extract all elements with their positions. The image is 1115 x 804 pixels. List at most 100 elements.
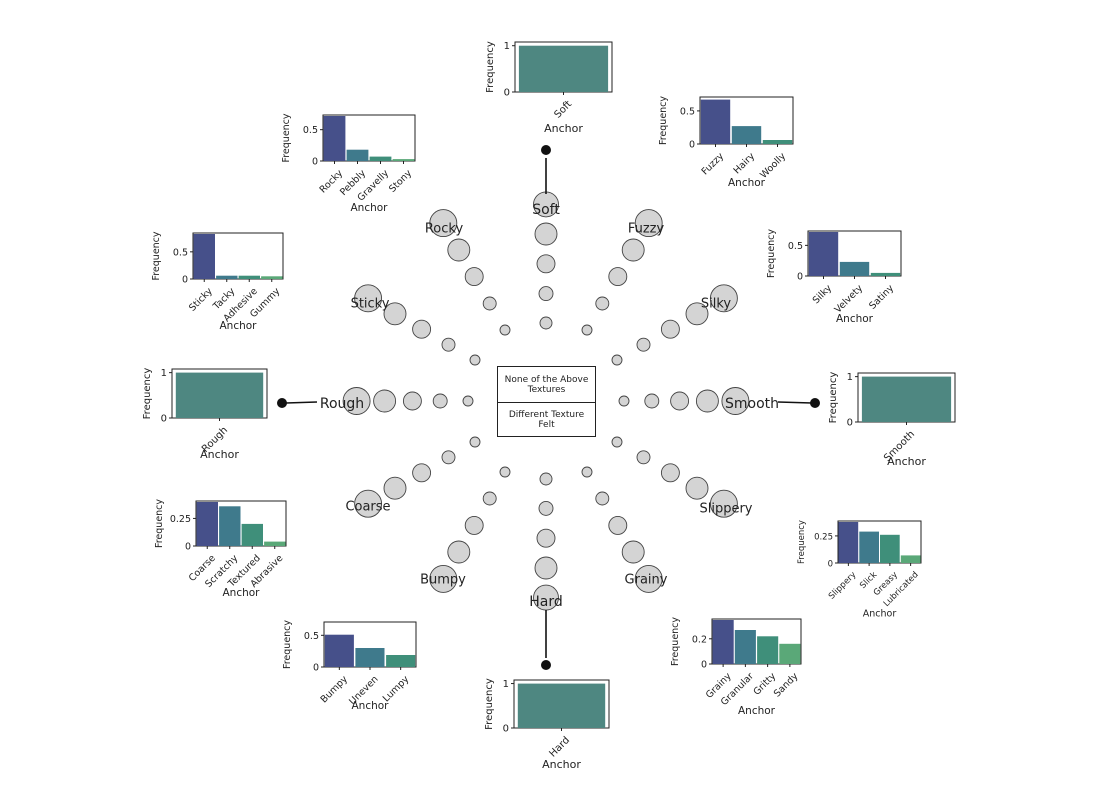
- bubble-grainy-4: [621, 540, 645, 564]
- bubble-grainy-2: [595, 491, 610, 506]
- ytick-label-hard: 1: [503, 679, 509, 690]
- bubble-soft-1: [539, 316, 553, 330]
- bubble-fuzzy-5: [634, 209, 663, 238]
- bubble-soft-4: [534, 222, 558, 246]
- xlabel-rough: Anchor: [200, 448, 239, 461]
- bubble-hard-1: [539, 472, 553, 486]
- bar-sticky-gummy: [261, 276, 283, 279]
- spoke-label-soft: Soft: [532, 202, 560, 218]
- ytick-label-silky: 0: [797, 272, 803, 283]
- bar-coarse-scratchy: [219, 506, 241, 546]
- bubble-rough-1: [462, 395, 474, 407]
- xtick-label-rocky-stony: Stony: [387, 168, 414, 195]
- bubble-coarse-3: [412, 463, 432, 483]
- bubble-coarse-4: [383, 476, 407, 500]
- ylabel-grainy: Frequency: [670, 617, 681, 666]
- ytick-label-bumpy: 0.5: [304, 631, 319, 642]
- bar-silky-silky: [808, 232, 839, 276]
- xlabel-hard: Anchor: [542, 758, 581, 771]
- bubble-sticky-5: [354, 284, 383, 313]
- xtick-label-silky-silky: Silky: [811, 283, 835, 307]
- bar-coarse-textured: [241, 523, 263, 546]
- bubble-grainy-1: [581, 466, 593, 478]
- bubble-bumpy-5: [429, 564, 458, 593]
- bar-silky-satiny: [870, 272, 901, 276]
- connector-dot-soft: [541, 145, 551, 155]
- center-legend-box: None of the Above Textures Different Tex…: [497, 366, 596, 437]
- bubble-smooth-3: [670, 391, 690, 411]
- ylabel-slippery: Frequency: [797, 520, 807, 564]
- connector-rough: [285, 401, 318, 404]
- spoke-label-silky: Silky: [701, 297, 732, 312]
- ylabel-rough: Frequency: [142, 368, 153, 420]
- bar-bumpy-uneven: [355, 648, 385, 667]
- ytick-label-coarse: 0: [185, 542, 191, 553]
- bubble-slippery-3: [660, 463, 680, 483]
- bubble-rough-3: [402, 391, 422, 411]
- ytick-label-slippery: 0: [828, 560, 833, 570]
- ytick-label-fuzzy: 0.5: [680, 106, 695, 117]
- bar-grainy-grainy: [712, 620, 734, 664]
- ytick-label-coarse: 0.25: [170, 514, 191, 525]
- bubble-silky-5: [709, 284, 738, 313]
- ytick-label-bumpy: 0: [313, 663, 319, 674]
- bubble-rocky-2: [482, 296, 497, 311]
- bubble-hard-2: [538, 500, 554, 516]
- bubble-fuzzy-1: [581, 324, 593, 336]
- ylabel-sticky: Frequency: [151, 231, 162, 280]
- xlabel-coarse: Anchor: [222, 587, 260, 599]
- bubble-fuzzy-4: [621, 238, 645, 262]
- spoke-label-slippery: Slippery: [699, 502, 752, 517]
- ytick-label-grainy: 0.2: [692, 634, 707, 645]
- bubble-rocky-1: [499, 324, 511, 336]
- bar-grainy-sandy: [779, 643, 801, 664]
- ytick-label-soft: 0: [504, 88, 510, 99]
- connector-dot-rough: [277, 398, 287, 408]
- xtick-label-hard-hard: Hard: [547, 735, 572, 760]
- ylabel-soft: Frequency: [485, 41, 496, 93]
- spoke-label-sticky: Sticky: [351, 297, 390, 312]
- xtick-label-fuzzy-hairy: Hairy: [732, 151, 758, 177]
- bar-sticky-tacky: [216, 275, 238, 279]
- bubble-silky-1: [611, 354, 623, 366]
- xlabel-grainy: Anchor: [738, 705, 776, 717]
- xlabel-smooth: Anchor: [887, 455, 926, 468]
- bar-smooth-smooth: [861, 376, 952, 422]
- xtick-label-grainy-sandy: Sandy: [772, 671, 801, 700]
- ylabel-rocky: Frequency: [281, 113, 292, 162]
- bar-slippery-greasy: [880, 534, 900, 563]
- bar-rough-rough: [175, 372, 264, 418]
- bar-coarse-coarse: [196, 502, 218, 546]
- bubble-fuzzy-3: [608, 267, 628, 287]
- xtick-label-soft-soft: Soft: [552, 99, 574, 121]
- bubble-slippery-2: [636, 450, 651, 465]
- bar-silky-velvety: [839, 261, 870, 276]
- ytick-label-rocky: 0.5: [303, 125, 318, 136]
- bar-rocky-rocky: [323, 116, 346, 161]
- bar-soft-soft: [518, 45, 609, 92]
- bar-grainy-granular: [734, 630, 756, 664]
- bar-fuzzy-fuzzy: [700, 99, 731, 144]
- bubble-sticky-3: [412, 319, 432, 339]
- spoke-label-hard: Hard: [529, 594, 563, 610]
- bubble-smooth-2: [644, 393, 660, 409]
- bubble-smooth-5: [721, 387, 750, 415]
- bubble-rocky-4: [447, 238, 471, 262]
- spoke-label-grainy: Grainy: [625, 573, 668, 588]
- bubble-silky-3: [660, 319, 680, 339]
- bar-fuzzy-woolly: [762, 140, 793, 144]
- bubble-bumpy-4: [447, 540, 471, 564]
- bubble-bumpy-1: [499, 466, 511, 478]
- xlabel-rocky: Anchor: [350, 202, 388, 214]
- ylabel-hard: Frequency: [484, 678, 495, 730]
- bubble-smooth-4: [695, 389, 719, 413]
- bubble-grainy-5: [634, 564, 663, 593]
- xtick-label-bumpy-bumpy: Bumpy: [319, 674, 351, 706]
- xlabel-soft: Anchor: [544, 122, 583, 135]
- bubble-sticky-2: [441, 337, 456, 352]
- xlabel-bumpy: Anchor: [351, 700, 389, 712]
- spoke-label-rocky: Rocky: [425, 222, 464, 237]
- xlabel-silky: Anchor: [836, 313, 874, 325]
- bar-bumpy-bumpy: [324, 634, 354, 667]
